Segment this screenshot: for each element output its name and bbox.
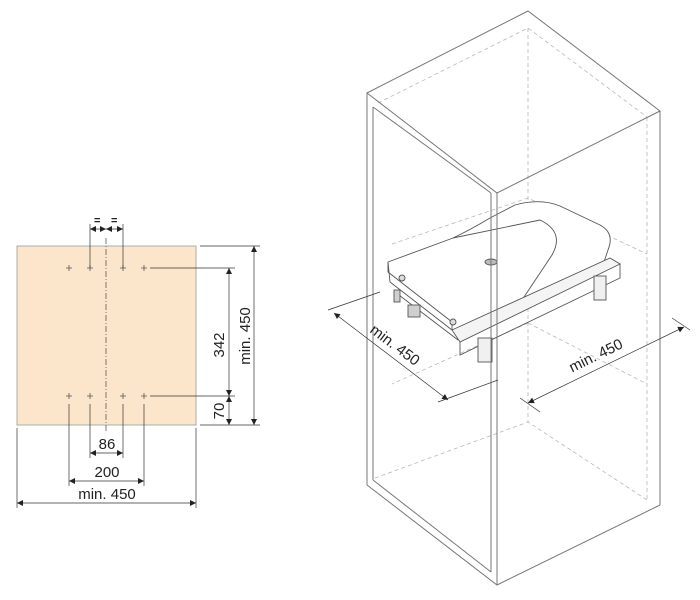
vertical-dimensions <box>150 245 260 426</box>
dim-200: 200 <box>94 464 119 481</box>
depth-dimension <box>327 291 499 403</box>
horizontal-dimensions <box>16 404 197 508</box>
equal-spacing-dimension <box>89 224 124 268</box>
right-cabinet-view: min. 450 min. 450 <box>327 10 691 586</box>
dim-70: 70 <box>211 403 228 420</box>
dim-86: 86 <box>99 436 116 453</box>
left-drilling-view: = = 342 70 min. 450 86 200 m <box>16 215 260 508</box>
dim-panel-width: min. 450 <box>78 486 136 503</box>
hole-row-bottom <box>66 393 147 399</box>
equal-mark-right: = <box>111 215 117 227</box>
width-dimension <box>519 317 691 413</box>
ironing-board <box>387 201 611 331</box>
dim-342: 342 <box>211 332 228 357</box>
equal-mark-left: = <box>94 215 100 227</box>
ironing-board-unit <box>387 201 621 363</box>
dim-depth: min. 450 <box>367 321 423 369</box>
dim-panel-height: min. 450 <box>237 307 254 365</box>
mounting-panel <box>16 245 197 426</box>
